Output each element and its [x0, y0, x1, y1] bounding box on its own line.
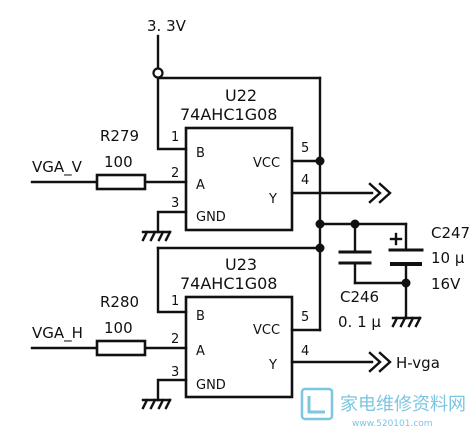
u23-vcc-junction	[315, 243, 325, 253]
u23-pin3-num: 3	[171, 365, 179, 380]
u23-output-arrow-2	[378, 351, 392, 373]
u22-pin1-wire	[156, 76, 188, 151]
c246-ref: C246	[340, 288, 379, 306]
u23-pin3-wire	[156, 378, 188, 402]
u22-vcc-junction	[315, 156, 325, 166]
c246-value: 0. 1 μ	[338, 313, 381, 331]
u23-pin2-num: 2	[171, 332, 179, 347]
c247-value: 10 μ	[431, 249, 465, 267]
r279-value: 100	[104, 153, 133, 171]
vga-v-label: VGA_V	[32, 158, 83, 177]
u22-pin-vcc: VCC	[253, 156, 280, 171]
supply-label: 3. 3V	[147, 17, 187, 35]
u22-pin2-num: 2	[171, 166, 179, 181]
u23-pin4-num: 4	[301, 344, 309, 359]
u23-body	[184, 295, 294, 399]
r279-ref: R279	[100, 127, 139, 145]
u22-ref: U22	[225, 86, 257, 105]
h-vga-label: H-vga	[396, 354, 440, 372]
u23-pin5-num: 5	[301, 310, 309, 325]
u23-part: 74AHC1G08	[180, 274, 277, 293]
u22-pin-y: Y	[268, 192, 277, 207]
watermark-text: 家电维修资料网	[340, 394, 466, 415]
u22-part: 74AHC1G08	[180, 105, 277, 124]
watermark-logo	[300, 387, 334, 421]
r280-value: 100	[104, 319, 133, 337]
u22-pin-b: B	[196, 146, 205, 161]
u22-output-arrow-1	[368, 182, 382, 204]
r280-ref: R280	[100, 293, 139, 311]
u23-ground-symbol	[141, 398, 172, 410]
u22-pin1-num: 1	[171, 130, 179, 145]
cap-ground-junction	[401, 278, 411, 288]
u23-pin1-wire	[156, 246, 188, 314]
r279-body	[95, 173, 147, 191]
u22-pin-gnd: GND	[196, 210, 226, 225]
cap-ground-symbol	[391, 316, 422, 328]
u23-ref: U23	[225, 255, 257, 274]
u22-ground-symbol	[141, 230, 172, 242]
u23-pin-gnd: GND	[196, 378, 226, 393]
u22-pin3-wire	[156, 210, 188, 234]
c247-plate-bottom	[390, 262, 422, 266]
u23-output-arrow-1	[368, 351, 382, 373]
u23-pin-y: Y	[268, 358, 277, 373]
r280-body	[95, 339, 147, 357]
c247-voltage: 16V	[431, 275, 461, 293]
c247-ref: C247	[431, 224, 470, 242]
u22-pin3-num: 3	[171, 196, 179, 211]
cap-rail-junction-left	[315, 219, 325, 229]
watermark-url: www.520101.com	[352, 419, 433, 429]
u22-body	[184, 126, 294, 232]
supply-terminal	[152, 67, 164, 79]
u22-output-arrow-2	[378, 182, 392, 204]
u22-pin4-num: 4	[301, 173, 309, 188]
u23-pin-a: A	[196, 344, 205, 359]
vga-h-label: VGA_H	[32, 324, 83, 343]
u22-pin5-num: 5	[301, 141, 309, 156]
u23-pin-vcc: VCC	[253, 323, 280, 338]
u22-pin-a: A	[196, 178, 205, 193]
u23-pin1-num: 1	[171, 294, 179, 309]
u23-pin-b: B	[196, 309, 205, 324]
